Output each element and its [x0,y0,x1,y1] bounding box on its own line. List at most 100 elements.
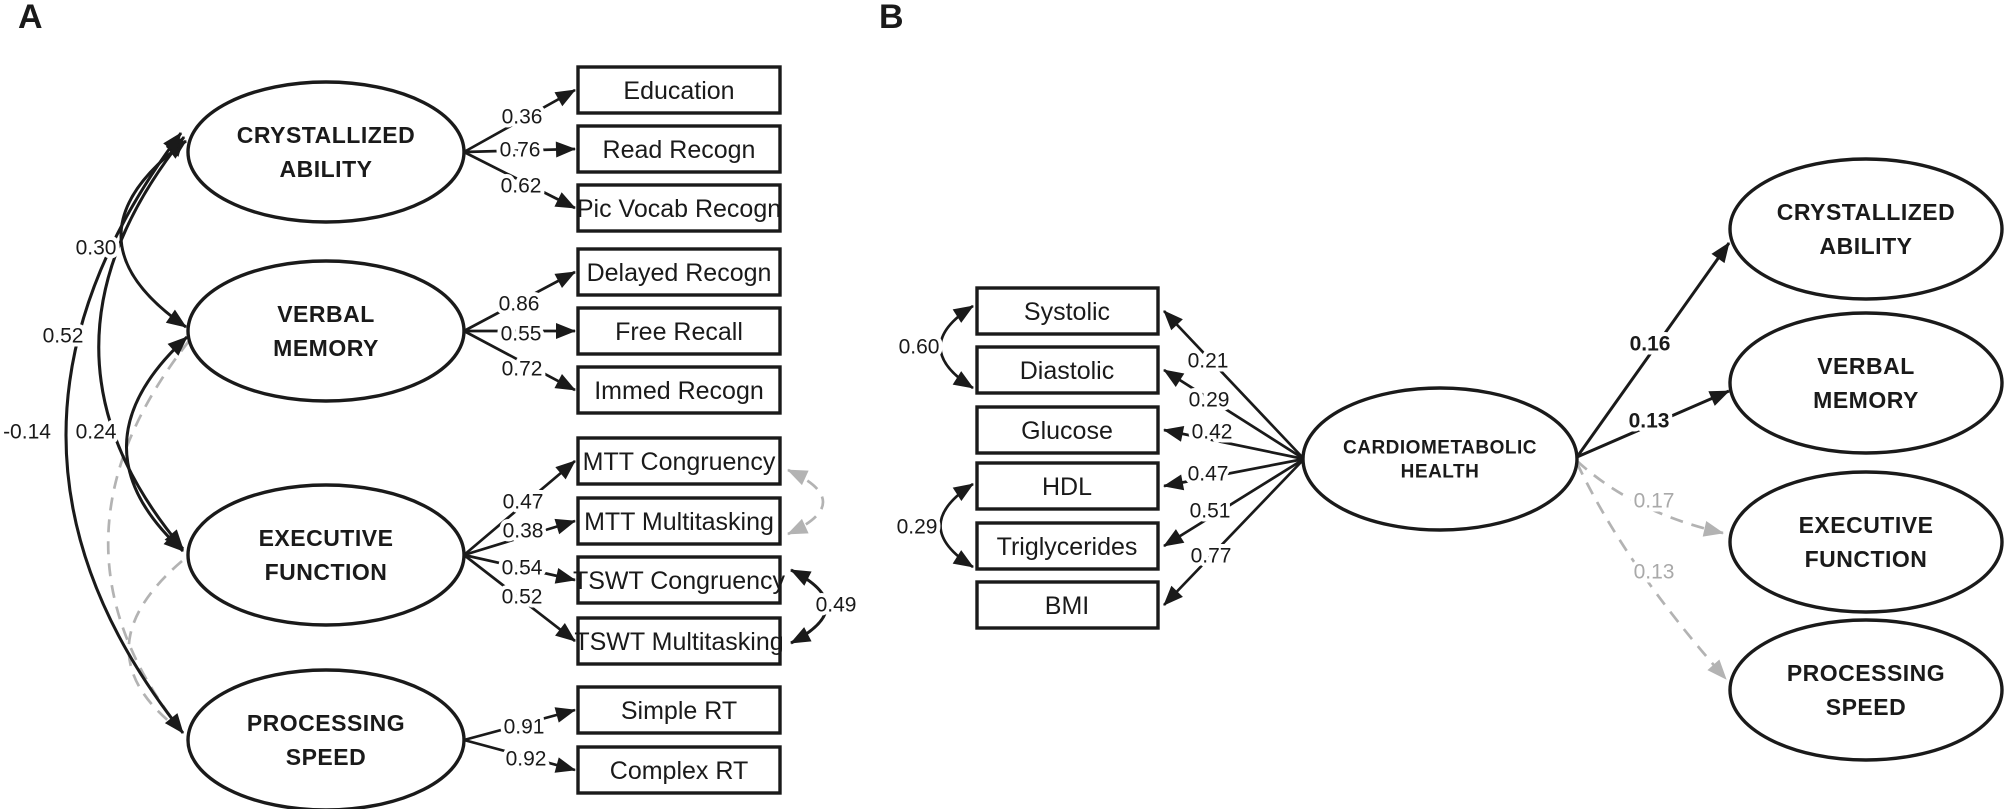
indicator-label-glucose: Glucose [1021,417,1113,445]
outcome-ellipse-processing [1728,618,2004,762]
loading-value-systolic: 0.21 [1188,350,1229,373]
indicator-box-simple-rt [576,685,782,735]
indicator-label-mtt-congruency: MTT Congruency [583,448,776,476]
factor-ellipse-executive [186,483,466,627]
indicator-box-mtt-multitasking [576,496,782,546]
loading-value-immed-recogn: 0.72 [502,358,543,381]
indicator-label-immed-recogn: Immed Recogn [594,377,764,405]
factor-label-verbal-line1: VERBAL [277,301,375,327]
indicator-box-pic-vocab-recogn [576,183,782,233]
loading-value-mtt-congruency: 0.47 [503,491,544,514]
indicator-box-bmi [975,580,1160,630]
indicator-label-delayed-recogn: Delayed Recogn [587,259,772,287]
loading-value-triglycerides: 0.51 [1190,500,1231,523]
indicator-box-tswt-multitasking [576,616,782,666]
structural-path-verbal [1576,389,1730,459]
indicator-box-education [576,65,782,115]
indicator-label-pic-vocab-recogn: Pic Vocab Recogn [577,195,781,223]
outcome-label-crystallized-line1: CRYSTALLIZED [1777,199,1956,225]
ns-structural-value-executive: 0.17 [1634,490,1675,513]
loading-path-bmi [1163,458,1305,606]
ns-correlation-arc-verbal-processing [106,340,191,730]
loading-path-mtt-multitasking [463,518,576,557]
loading-path-simple-rt [463,707,576,742]
loading-path-glucose [1163,426,1305,461]
outcome-label-processing-line1: PROCESSING [1787,660,1945,686]
loading-value-glucose: 0.42 [1192,421,1233,444]
indicator-box-glucose [975,405,1160,455]
loading-value-complex-rt: 0.92 [506,748,547,771]
outcome-ellipse-crystallized [1728,157,2004,301]
loading-value-delayed-recogn: 0.86 [499,293,540,316]
ns-residual-arc-mtt-congruency-multitasking [787,468,825,536]
panel-b-label: B [879,0,904,36]
loading-path-complex-rt [463,738,576,773]
latent-label-line2: HEALTH [1401,462,1480,483]
outcome-label-executive-line1: EXECUTIVE [1799,512,1934,538]
loading-value-pic-vocab-recogn: 0.62 [501,175,542,198]
outcome-label-verbal-line1: VERBAL [1817,353,1915,379]
indicator-box-tswt-congruency [576,555,782,605]
loading-value-simple-rt: 0.91 [504,716,545,739]
covariance-arc-systolic-diastolic [939,304,974,390]
ns-structural-path-processing [1575,462,1728,680]
indicator-label-diastolic: Diastolic [1020,357,1114,385]
covariance-value-hdl-triglycerides: 0.29 [897,516,938,539]
indicator-label-triglycerides: Triglycerides [997,533,1138,561]
loading-value-diastolic: 0.29 [1189,389,1230,412]
correlation-value-crystallized-verbal: 0.30 [76,237,117,260]
factor-label-verbal-line2: MEMORY [273,335,379,361]
indicator-box-free-recall [576,306,782,356]
indicator-label-tswt-multitasking: TSWT Multitasking [574,628,783,656]
loading-value-tswt-multitasking: 0.52 [502,586,543,609]
indicator-label-simple-rt: Simple RT [621,697,737,725]
loading-path-tswt-multitasking [463,553,576,643]
factor-label-crystallized-line2: ABILITY [280,156,373,182]
indicator-label-mtt-multitasking: MTT Multitasking [584,508,774,536]
loading-value-bmi: 0.77 [1191,545,1232,568]
indicator-box-mtt-congruency [576,436,782,486]
outcome-ellipse-executive [1728,470,2004,614]
outcome-label-executive-line2: FUNCTION [1805,546,1928,572]
outcome-label-crystallized-line2: ABILITY [1820,233,1913,259]
loading-value-mtt-multitasking: 0.38 [503,520,544,543]
loading-value-tswt-congruency: 0.54 [502,557,543,580]
loading-path-tswt-congruency [463,553,576,584]
indicator-label-free-recall: Free Recall [615,318,743,346]
factor-ellipse-verbal [186,259,466,403]
factor-label-executive-line1: EXECUTIVE [259,525,394,551]
loading-path-immed-recogn [463,329,576,392]
structural-value-crystallized: 0.16 [1630,333,1671,356]
factor-label-processing-line1: PROCESSING [247,710,405,736]
panel-a-label: A [18,0,43,36]
loading-path-read-recogn [463,141,576,158]
loading-value-education: 0.36 [502,106,543,129]
indicator-label-complex-rt: Complex RT [610,757,748,785]
covariance-arc-hdl-triglycerides [939,482,974,569]
residual-arc-tswt-congruency-multitasking [790,568,828,645]
loading-path-triglycerides [1163,457,1305,548]
correlation-arc-crystallized-executive [97,136,186,550]
correlation-value-crystallized-executive: 0.52 [43,325,84,348]
indicator-box-systolic [975,286,1160,336]
correlation-arc-verbal-executive [125,335,189,553]
indicator-label-systolic: Systolic [1024,298,1110,326]
loading-path-education [463,88,576,154]
ns-correlation-arc-executive-processing [127,559,183,733]
factor-label-crystallized-line1: CRYSTALLIZED [237,122,416,148]
indicator-box-diastolic [975,345,1160,395]
outcome-label-verbal-line2: MEMORY [1813,387,1919,413]
correlation-arc-crystallized-verbal [119,139,187,329]
latent-ellipse-cardiometabolic-health [1301,386,1579,532]
indicator-box-immed-recogn [576,365,782,415]
factor-ellipse-crystallized [186,80,466,224]
loading-path-hdl [1163,457,1305,491]
ns-structural-value-processing: 0.13 [1634,561,1675,584]
indicator-label-education: Education [623,77,734,105]
outcome-ellipse-verbal [1728,311,2004,455]
factor-label-processing-line2: SPEED [286,744,366,770]
indicator-label-bmi: BMI [1045,592,1089,620]
loading-path-delayed-recogn [463,270,576,333]
